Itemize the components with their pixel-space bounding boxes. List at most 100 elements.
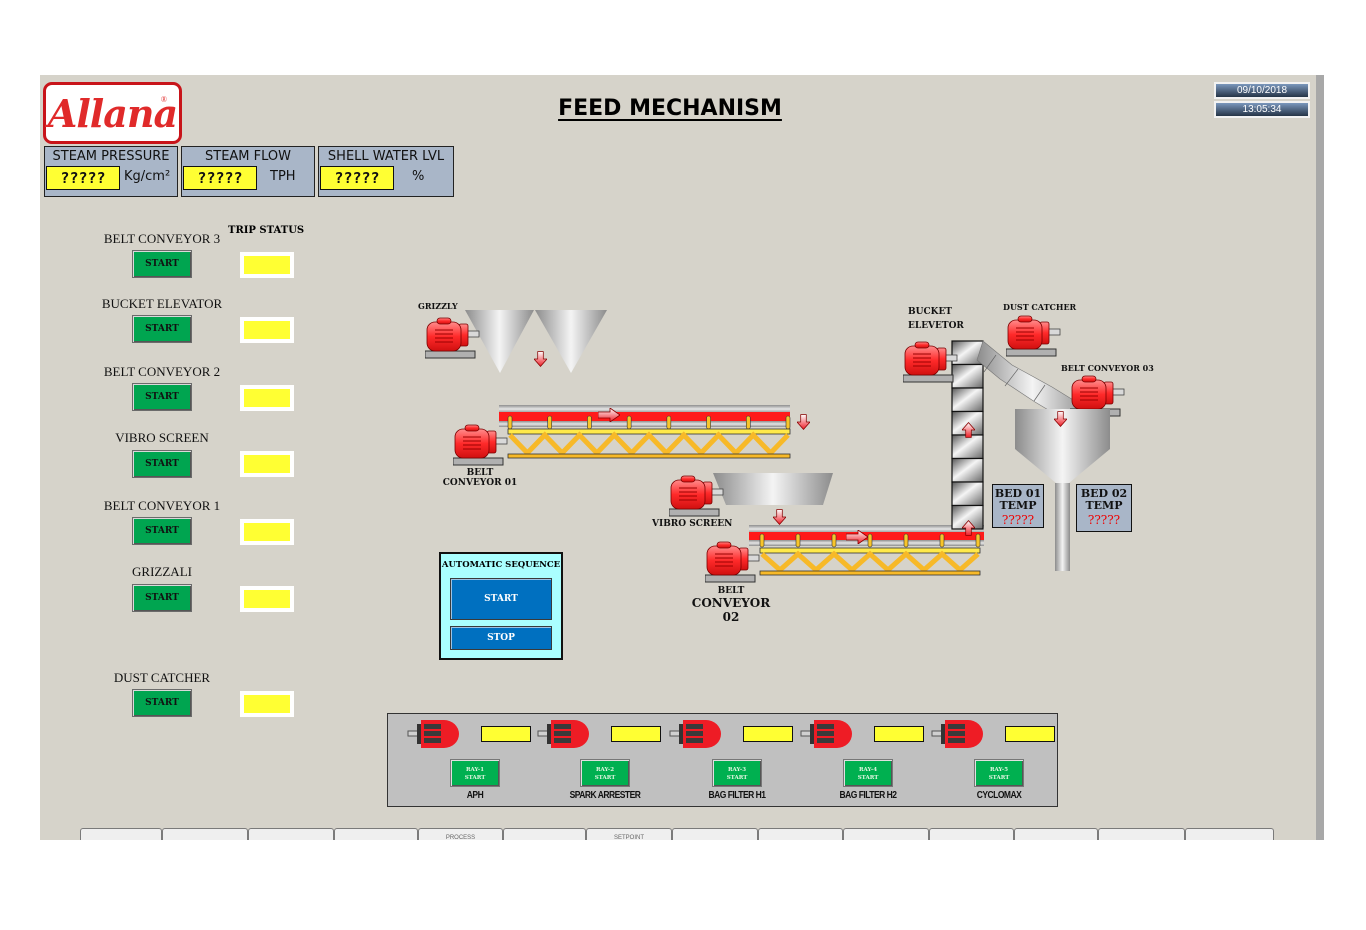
process-diagram [425,310,1125,583]
grizzly-hopper [465,310,607,373]
nav-tab[interactable] [1098,828,1185,840]
belt-conveyor-03-label: BELT CONVEYOR 03 [1061,363,1154,373]
vibro-screen-label: VIBRO SCREEN [115,430,209,445]
grizzali-start-button[interactable]: START [132,584,192,612]
belt-conveyor-1-label: BELT CONVEYOR 1 [103,498,221,513]
belt-conveyor-3-start-button[interactable]: START [132,250,192,278]
fan-name: BAG FILTER H1 [708,790,766,801]
nav-tab[interactable] [248,828,334,840]
fan-status-indicator [481,726,531,742]
trip-status-header: TRIP STATUS [228,225,305,236]
automatic-sequence-panel: AUTOMATIC SEQUENCE START STOP [439,552,563,660]
belt-conveyor-1-start-button[interactable]: START [132,517,192,545]
belt-conveyor-02-motor-icon[interactable] [705,541,760,583]
fan-status-indicator [743,726,793,742]
nav-tab[interactable] [334,828,418,840]
nav-tab[interactable]: SETPOINT [586,828,672,840]
bucket-elevator-label: BUCKET ELEVATOR [101,296,223,311]
meter-label: STEAM PRESSURE [52,149,170,164]
meter-unit: % [412,169,425,184]
conveyor-roller [706,415,711,430]
flow-arrow-down-icon [534,351,547,367]
nav-tab[interactable] [162,828,248,840]
flow-arrow-down-icon [773,509,786,525]
hmi-screen: Allana ® FEED MECHANISM 09/10/2018 13:05… [40,75,1316,840]
bucket-elevator-trip-status [240,317,294,343]
bucket-elevator-label: BUCKET ELEVETOR [908,307,964,331]
flow-arrow-down-icon [797,414,810,430]
nav-tab[interactable] [503,828,586,840]
collection-hopper [1015,409,1110,571]
fan-name: SPARK ARRESTER [569,790,641,801]
vibro-screen-start-button[interactable]: START [132,450,192,478]
nav-tab[interactable] [758,828,843,840]
meter-unit: TPH [270,169,296,184]
dust-catcher-trip-status [240,691,294,717]
fan-status-indicator [874,726,924,742]
shell-water-level-meter: SHELL WATER LVL ????? % [318,146,454,197]
bucket-elevator-start-button[interactable]: START [132,315,192,343]
bed-02-temp-value: ????? [1087,513,1121,527]
meter-value: ????? [320,166,394,190]
belt-conveyor-3-label: BELT CONVEYOR 3 [103,231,221,246]
conveyor-roller [745,415,751,430]
vibro-screen-trip-status [240,451,294,477]
nav-tab[interactable] [843,828,929,840]
elevator-bucket-segment [951,387,984,413]
grizzly-label: GRIZZLY [418,301,458,311]
belt-conveyor-2-label: BELT CONVEYOR 2 [103,364,221,379]
belt-conveyor-02-label: BELT CONVEYOR 02 [691,586,771,624]
auto-stop-button[interactable]: STOP [450,626,552,650]
belt-conveyor-01-label: BELT CONVEYOR 01 [442,468,518,488]
conveyor-roller [939,533,945,548]
elevator-bucket-segment [951,457,984,483]
belt-conveyor-2-trip-status [240,385,294,411]
vibro-screen-motor-icon[interactable] [669,475,724,517]
conveyor-roller [547,415,553,430]
fan-motor-icon [407,720,459,748]
nav-tab[interactable]: PROCESS [418,828,503,840]
grizzly-motor-icon[interactable] [425,317,480,359]
nav-tab[interactable] [672,828,758,840]
meter-value: ????? [46,166,120,190]
belt-conveyor-1-trip-status [240,519,294,545]
auto-start-button[interactable]: START [450,578,552,620]
fan-status-indicator [1005,726,1055,742]
bucket-elevator-motor-icon[interactable] [903,341,958,383]
meter-label: SHELL WATER LVL [327,149,445,164]
nav-tab[interactable] [1014,828,1098,840]
fan-motor-icon [800,720,852,748]
dust-catcher-motor-icon[interactable] [1006,315,1061,357]
nav-tab[interactable] [1185,828,1274,840]
nav-tab[interactable] [80,828,162,840]
nav-tab[interactable] [929,828,1014,840]
bed-02-temp-display: BED 02 TEMP ????? [1076,484,1132,532]
belt-conveyor-3-trip-status [240,252,294,278]
elevator-bucket-segment [951,434,984,460]
conveyor-roller [759,533,765,548]
belt-conveyor-01-motor-icon[interactable] [453,424,508,466]
bed-01-temp-value: ????? [1001,513,1035,527]
grizzali-label: GRIZZALI [132,564,192,579]
meter-label: STEAM FLOW [205,149,291,164]
belt-conveyor-2-start-button[interactable]: START [132,383,192,411]
dust-catcher-start-button[interactable]: START [132,689,192,717]
date-display: 09/10/2018 [1214,82,1310,99]
fan-name: CYCLOMAX [976,790,1022,801]
conveyor-roller [975,533,981,548]
belt-conveyor-02 [749,525,984,576]
grizzali-trip-status [240,586,294,612]
conveyor-roller [507,415,513,430]
vertical-scrollbar[interactable] [1316,75,1324,840]
steam-pressure-meter: STEAM PRESSURE ????? Kg/cm² [44,146,178,197]
page-title: FEED MECHANISM [558,96,782,121]
